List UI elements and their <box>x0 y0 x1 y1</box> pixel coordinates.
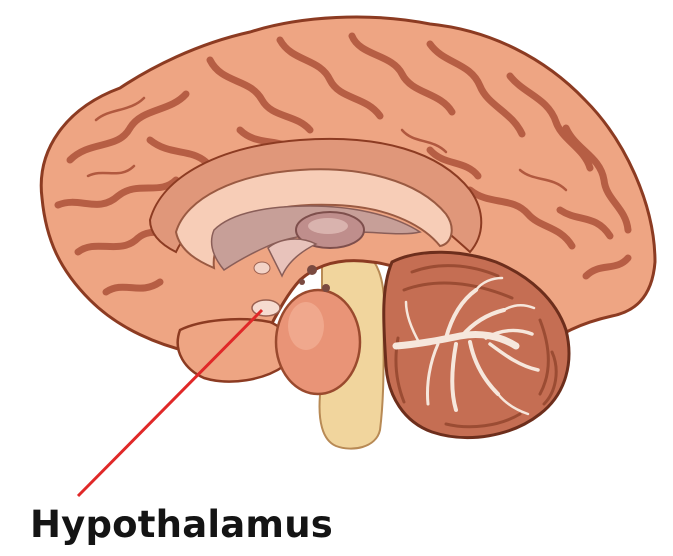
midbrain-nucleus <box>322 284 330 292</box>
temporal-lobe <box>178 319 290 381</box>
pons-highlight <box>288 302 324 350</box>
hypothalamus-region <box>252 300 280 316</box>
optic-chiasm <box>254 262 270 274</box>
thalamus-highlight <box>308 218 348 234</box>
midbrain-nucleus <box>299 279 305 285</box>
midbrain-nucleus <box>307 265 317 275</box>
hypothalamus-label: Hypothalamus <box>30 503 333 546</box>
